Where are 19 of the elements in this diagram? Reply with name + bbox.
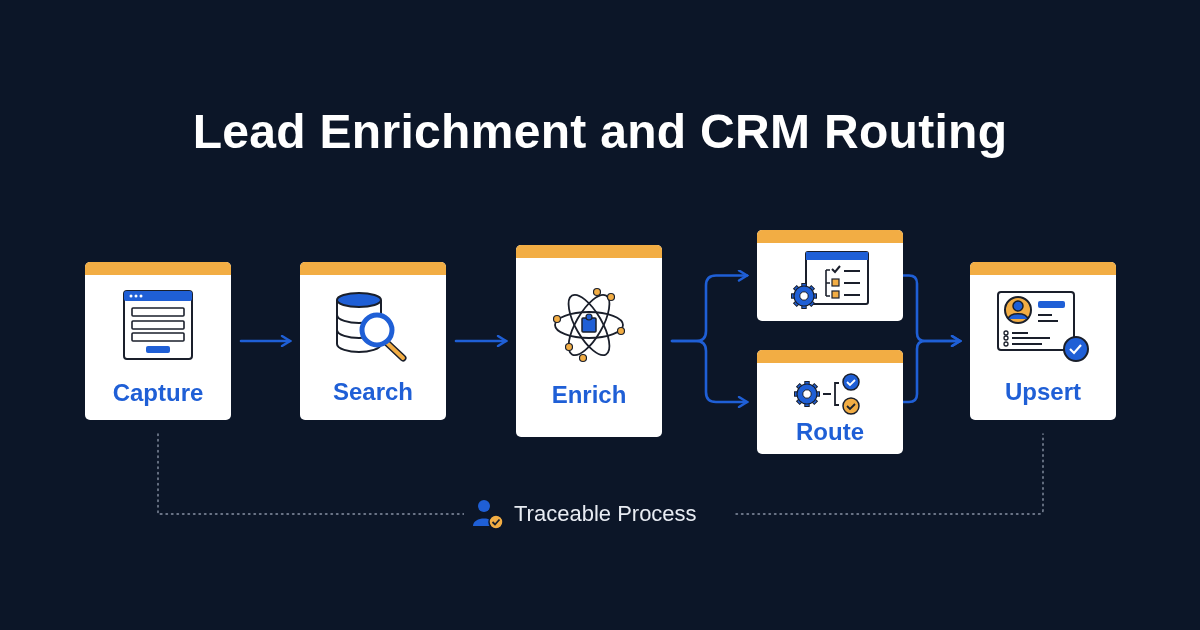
connector-line bbox=[735, 433, 1044, 515]
arrow bbox=[901, 334, 962, 404]
arrow bbox=[239, 334, 292, 348]
connector-line bbox=[157, 433, 465, 515]
step-label: Search bbox=[332, 377, 414, 406]
step-label: Upsert bbox=[1005, 377, 1081, 406]
process-card bbox=[757, 350, 903, 454]
arrow bbox=[454, 334, 508, 348]
process-card bbox=[970, 262, 1116, 420]
process-card bbox=[516, 245, 662, 437]
step-label: Route bbox=[796, 417, 864, 446]
process-card bbox=[85, 262, 231, 420]
step-label: Enrich bbox=[551, 380, 627, 409]
diagram-title: Lead Enrichment and CRM Routing bbox=[192, 104, 1008, 159]
process-card bbox=[757, 230, 903, 321]
process-note: Traceable Process bbox=[514, 501, 697, 527]
process-card bbox=[300, 262, 446, 420]
arrow bbox=[670, 339, 749, 409]
step-label: Capture bbox=[112, 378, 204, 407]
